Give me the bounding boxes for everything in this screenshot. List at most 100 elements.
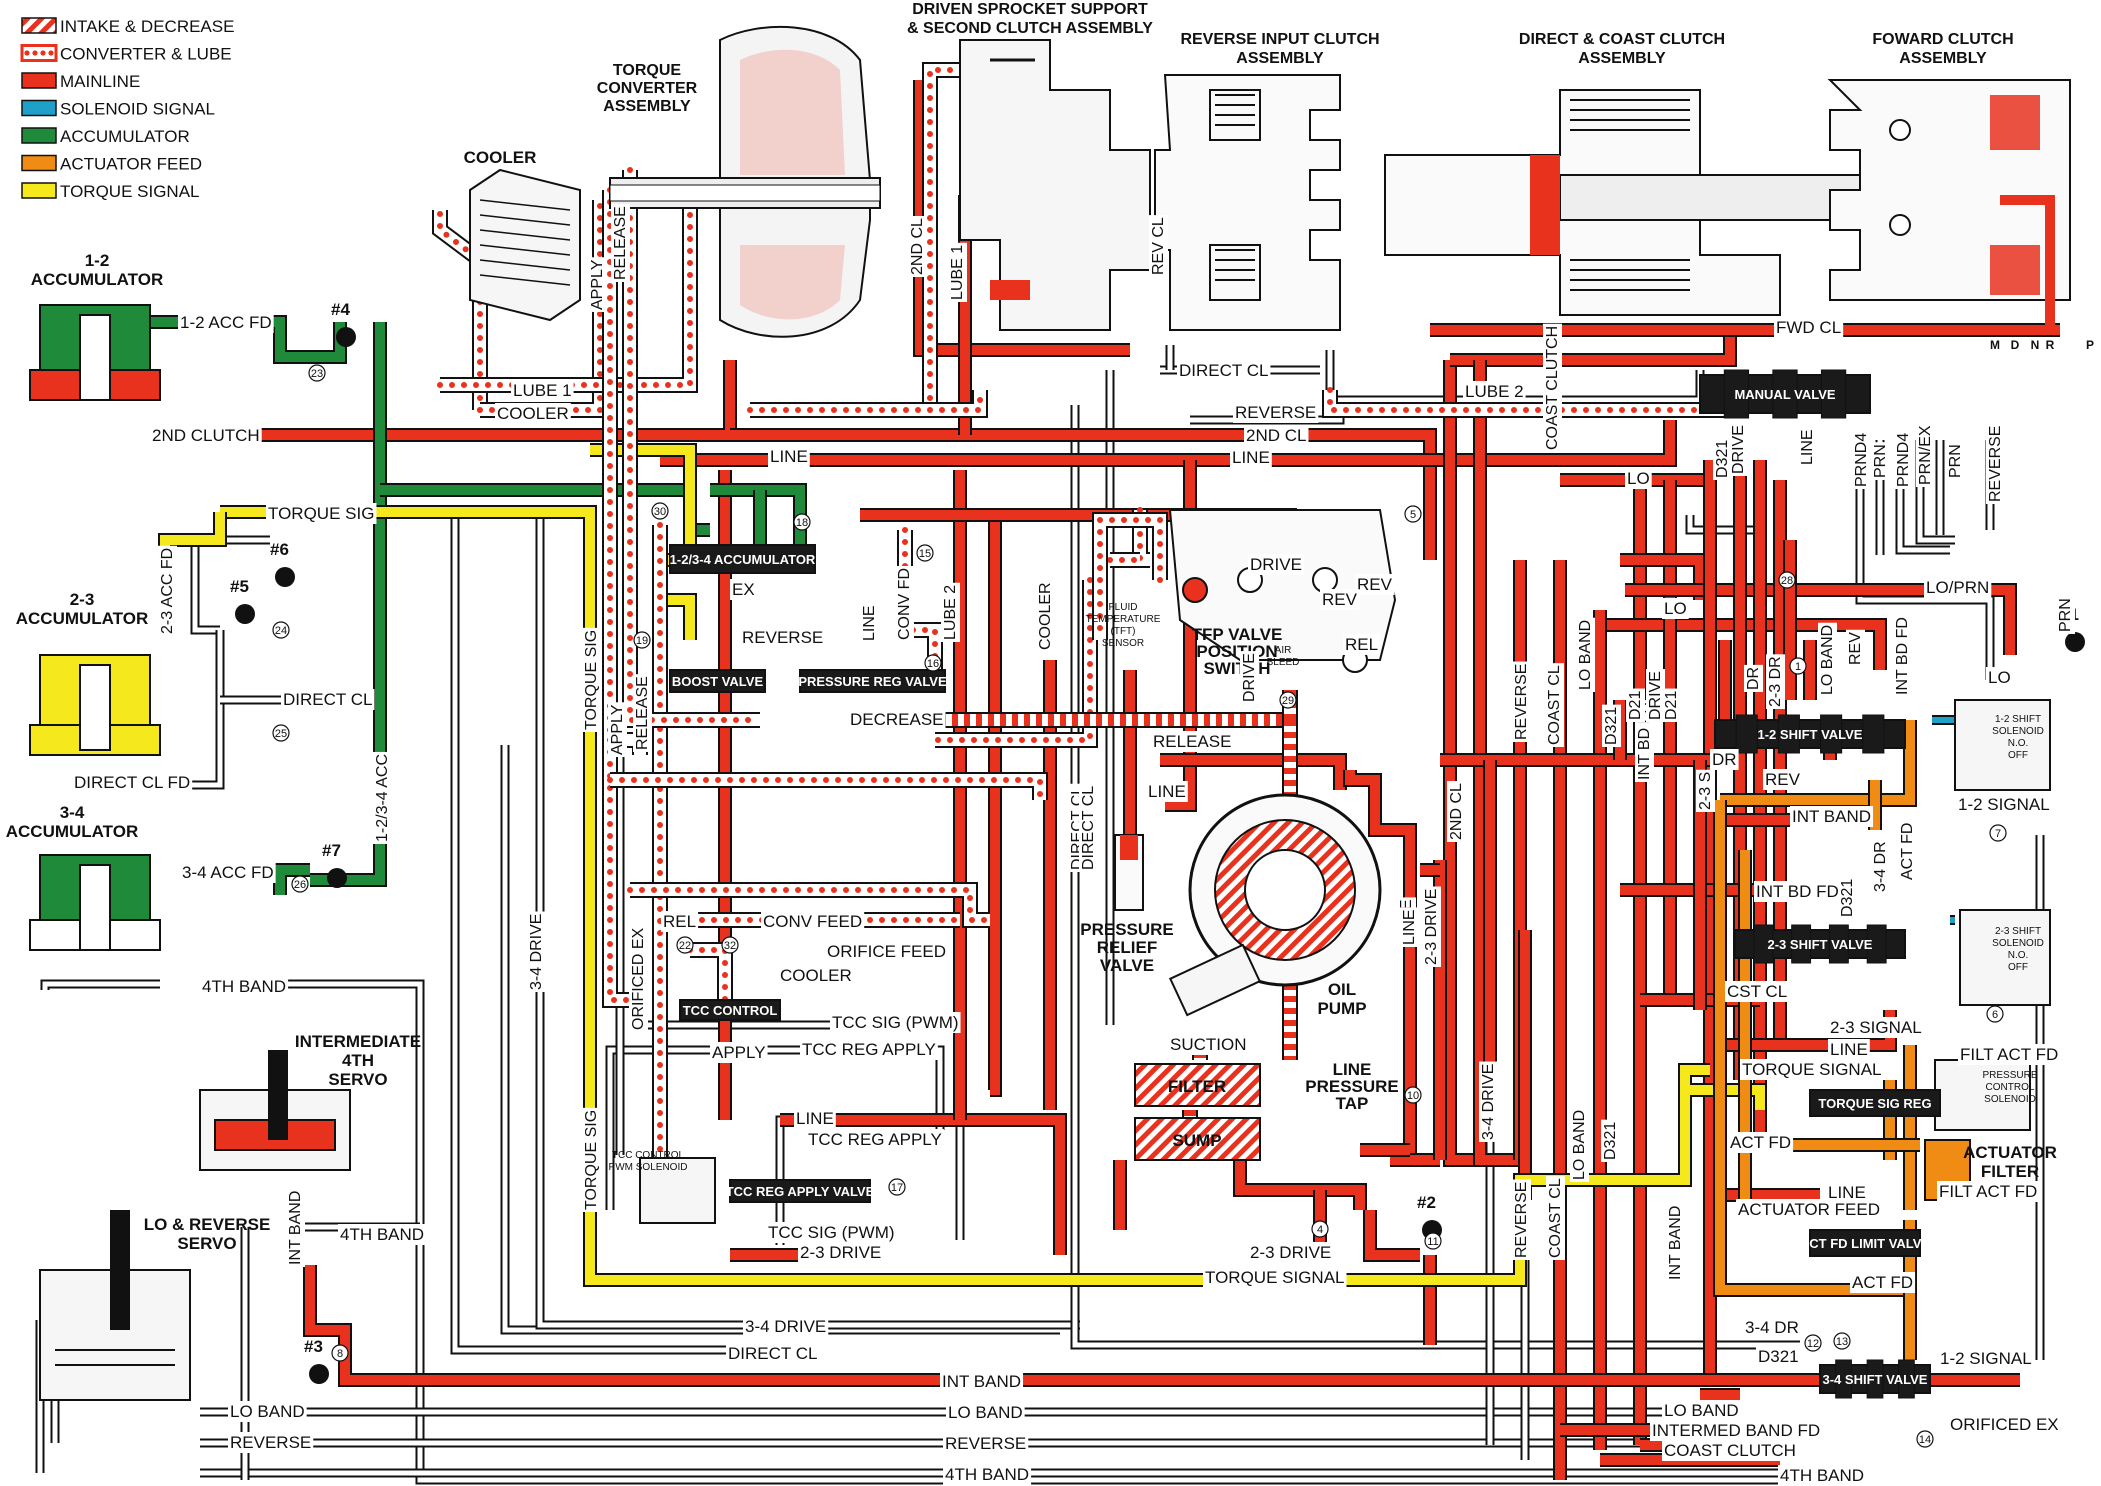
label-backing: [495, 403, 571, 424]
label-backing: [611, 204, 630, 282]
label-backing: [608, 702, 627, 757]
passage-fill: [310, 322, 385, 885]
heading-12-accumulator: 1-2: [85, 251, 110, 270]
passage-label-line-a: LINE: [770, 447, 808, 466]
passage-label-apply2: APPLY: [712, 1043, 766, 1062]
passage-label-reverse-l: REVERSE: [230, 1433, 311, 1452]
label-backing: [940, 1371, 1024, 1392]
passage-fill: [220, 697, 383, 880]
label-backing: [1736, 1199, 1882, 1220]
heading-air-bleed: BLEED: [1267, 657, 1300, 668]
valve-body: [669, 669, 766, 693]
legend-item: INTAKE & DECREASE: [21, 17, 234, 36]
passage-label-lo-band-m: LO BAND: [948, 1403, 1023, 1422]
label-backing: [1740, 1059, 1884, 1080]
passage-label-rev2: REV: [1765, 770, 1801, 789]
passage: [220, 695, 385, 880]
heading-intermediate-servo: SERVO: [328, 1070, 387, 1089]
passage-label-prnd4b: PRND4: [1895, 433, 1912, 487]
heading-pressure-relief: VALVE: [1100, 956, 1154, 975]
passage-label-direct-cl-top: DIRECT CL: [1179, 361, 1268, 380]
label-backing: [1463, 381, 1526, 402]
orifice-number: 22: [679, 940, 691, 952]
passage-label-prn: PRN: [1872, 444, 1889, 478]
passage-label-decrease: DECREASE: [850, 710, 944, 729]
label-backing: [778, 965, 854, 986]
passage: [1855, 440, 1995, 680]
label-backing: [1512, 1179, 1531, 1260]
label-backing: [1146, 781, 1188, 802]
passage-label-rel: REL: [663, 912, 696, 931]
heading-torque-converter: CONVERTER: [597, 80, 698, 97]
label-backing: [1948, 1414, 2061, 1435]
heading-23-accumulator: ACCUMULATOR: [16, 609, 149, 628]
valve-body: [669, 544, 816, 574]
orifice-number: 1: [1795, 661, 1801, 673]
orifice-marker: [1404, 1086, 1422, 1104]
passage-label-sig12b: 1-2 SIGNAL: [1940, 1349, 2032, 1368]
heading-torque-converter: ASSEMBLY: [603, 98, 691, 115]
actuator-feed-limit-valve: ACT FD LIMIT VALVE: [1800, 1229, 1930, 1257]
pressure-regulator-valve: PRESSURE REG VALVE: [798, 669, 947, 693]
label-backing: [1826, 1182, 1868, 1203]
label-backing: [1646, 669, 1665, 722]
solenoid-drawings: [639, 699, 2051, 1224]
label-backing: [266, 503, 377, 524]
label-backing: [726, 1343, 820, 1364]
label-backing: [948, 242, 967, 302]
passage-dots: [1327, 387, 1733, 413]
lo-reverse-servo-drawing: [39, 1210, 191, 1401]
valve-land: [1791, 924, 1812, 964]
label-backing: [941, 582, 960, 642]
passage-label-rev-small: REV: [1322, 590, 1358, 609]
legend-label: ACTUATOR FEED: [60, 155, 202, 174]
label-backing: [1956, 794, 2052, 815]
passage: [432, 207, 488, 413]
passage-label-lo3: LO: [1988, 668, 2011, 687]
orifice-number: 12: [1807, 1338, 1819, 1350]
passage-label-sig12: 1-2 SIGNAL: [1958, 795, 2050, 814]
checkball: [336, 327, 356, 347]
checkball-label: #4: [331, 300, 350, 319]
passage-fill: [1687, 515, 1760, 533]
heading-tft-sensor: FLUID: [1109, 602, 1138, 613]
forward-clutch-drawing: [1827, 79, 2071, 330]
orifice-number: 18: [796, 517, 808, 529]
orifice-marker: [1804, 1334, 1822, 1352]
passage-label-suction: SUCTION: [1170, 1035, 1247, 1054]
passage: [607, 772, 1048, 803]
label-backing: [1355, 574, 1395, 595]
accumulator-23-drawing: [29, 654, 161, 756]
legend-item: TORQUE SIGNAL: [21, 182, 200, 201]
orifice-number: 4: [1317, 1224, 1323, 1236]
passage-label-dr2: DR: [1712, 750, 1737, 769]
passage: [1322, 387, 1733, 418]
passage-label-lo-band-v3: LO BAND: [1577, 620, 1594, 690]
label-backing: [1937, 1181, 2040, 1202]
valve-label: MANUAL VALVE: [1734, 387, 1835, 402]
legend-swatch-border: [20, 44, 58, 62]
label-backing: [582, 1107, 601, 1212]
passage-label-tcc-reg-apply: TCC REG APPLY: [802, 1040, 936, 1059]
passage-label-drive-tfp: DRIVE: [1250, 555, 1302, 574]
passage-label-second-clutch: 2ND CLUTCH: [152, 426, 260, 445]
passage-dots: [607, 777, 1043, 803]
passage-label-release2: RELEASE: [1153, 732, 1231, 751]
valve-label: PRESSURE REG VALVE: [798, 674, 947, 689]
heading-cooler: COOLER: [464, 148, 537, 167]
label-backing: [1850, 1272, 1916, 1293]
orifice-marker: [308, 364, 326, 382]
heading-driven-sprocket: DRIVEN SPROCKET SUPPORT: [912, 1, 1148, 18]
passage-label-rev-tfp: REV: [1357, 575, 1393, 594]
label-backing: [1650, 1420, 1823, 1441]
label-backing: [1894, 430, 1913, 489]
label-backing: [661, 911, 699, 932]
passage-fill: [780, 1115, 1065, 1255]
checkball: [275, 567, 295, 587]
passage-dots: [1097, 517, 1163, 643]
label-backing: [1602, 704, 1621, 747]
passage-label-rel-small: REL: [1345, 635, 1378, 654]
passage-label-d321: D321: [1714, 440, 1731, 478]
label-backing: [1320, 589, 1360, 610]
legend-dot: [48, 50, 54, 56]
